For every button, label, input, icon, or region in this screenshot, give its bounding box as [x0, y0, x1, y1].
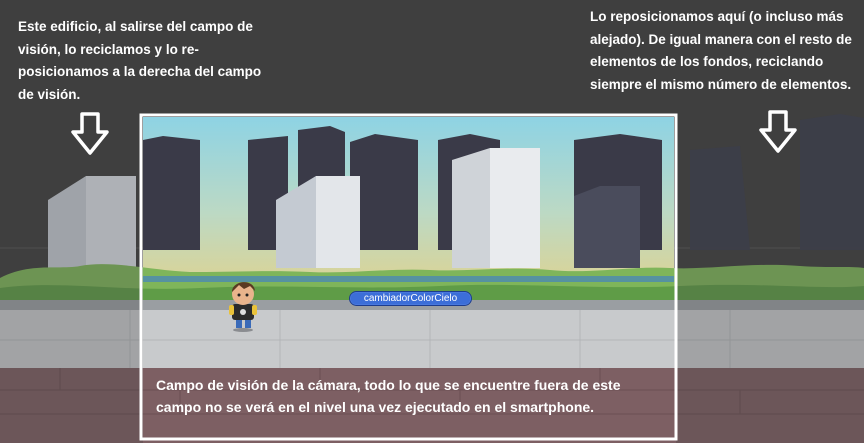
- water-strip: [143, 276, 674, 282]
- offscreen-far-buildings: [690, 114, 864, 250]
- left-annotation: Este edificio, al salirse del campo de v…: [18, 19, 262, 102]
- offscreen-dim-left: [0, 0, 143, 443]
- sidewalk-tiles: [0, 310, 864, 368]
- camera-view-frame: [139, 113, 678, 441]
- down-arrow-icon: [759, 110, 797, 153]
- sidewalk: [0, 310, 864, 368]
- down-arrow-icon: [71, 112, 109, 155]
- player-character-sprite[interactable]: [229, 282, 257, 332]
- object-name-label[interactable]: cambiadorColorCielo: [349, 291, 472, 306]
- brick-lines: [0, 368, 864, 415]
- offscreen-dim-right: [676, 0, 864, 443]
- camera-annotation: Campo de visión de la cámara, todo lo qu…: [156, 377, 621, 415]
- mid-buildings: [48, 148, 640, 268]
- right-annotation: Lo reposicionamos aquí (o incluso más al…: [590, 9, 852, 92]
- brick-wall: [0, 368, 864, 443]
